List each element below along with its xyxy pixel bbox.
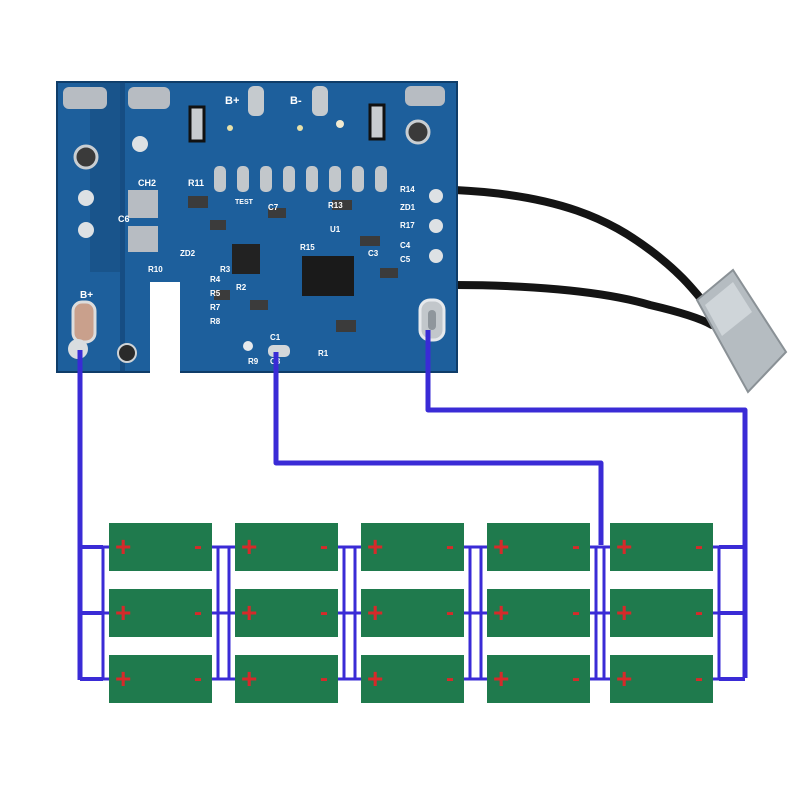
cell-minus-sign: - (320, 533, 328, 560)
cell-plus-sign: + (616, 663, 632, 694)
cell-minus-sign: - (695, 665, 703, 692)
b-plus-top-label: B+ (225, 95, 239, 107)
battery-cell (487, 589, 590, 637)
battery-cell (361, 589, 464, 637)
battery-cell (361, 523, 464, 571)
top-left-pad (63, 87, 107, 109)
cell-plus-sign: + (367, 597, 383, 628)
cell-minus-sign: - (194, 665, 202, 692)
silkscreen-label: R4 (210, 275, 221, 284)
silkscreen-label: R9 (248, 357, 259, 366)
cell-minus-sign: - (695, 599, 703, 626)
battery-cell (235, 523, 338, 571)
mid-tap-wire (273, 352, 604, 545)
b-minus-tab (312, 86, 328, 116)
battery-cell (109, 523, 212, 571)
cell-plus-sign: + (616, 597, 632, 628)
battery-cell (487, 655, 590, 703)
top-left-pad-2 (128, 87, 170, 109)
cell-plus-sign: + (115, 663, 131, 694)
silkscreen-label: U1 (330, 225, 341, 234)
main-negative-wire (425, 330, 748, 678)
battery-cell (610, 523, 713, 571)
cell-minus-sign: - (572, 599, 580, 626)
silkscreen-label: R11 (188, 178, 204, 188)
cell-minus-sign: - (572, 665, 580, 692)
thermistor-connector (695, 268, 788, 394)
cell-minus-sign: - (572, 533, 580, 560)
silkscreen-label: R14 (400, 185, 415, 194)
battery-cell (610, 589, 713, 637)
battery-cell (109, 589, 212, 637)
silkscreen-label: R13 (328, 201, 343, 210)
silkscreen-label: C1 (270, 333, 281, 342)
silkscreen-label: C6 (118, 214, 130, 224)
silkscreen-label: R8 (210, 317, 221, 326)
b-plus-tab (248, 86, 264, 116)
cell-minus-sign: - (446, 533, 454, 560)
battery-pack: + - + - + - + - + - + - + - + - + - + - + - + - + - + - + - (80, 523, 745, 703)
cell-plus-sign: + (241, 531, 257, 562)
silkscreen-label: C7 (268, 203, 279, 212)
cell-plus-sign: + (616, 531, 632, 562)
battery-cell (109, 655, 212, 703)
silkscreen-label: R1 (318, 349, 329, 358)
cell-plus-sign: + (115, 597, 131, 628)
silkscreen-label: CH2 (138, 178, 156, 188)
silkscreen-label: R2 (236, 283, 247, 292)
silkscreen-label: ZD1 (400, 203, 416, 212)
cell-plus-sign: + (493, 531, 509, 562)
bms-ic (302, 256, 354, 296)
cell-minus-sign: - (320, 665, 328, 692)
silkscreen-label: C5 (400, 255, 411, 264)
cell-minus-sign: - (695, 533, 703, 560)
silkscreen-label: R10 (148, 265, 163, 274)
cell-minus-sign: - (446, 665, 454, 692)
silkscreen-label: C3 (368, 249, 379, 258)
left-pad-label: B+ (80, 290, 93, 301)
silkscreen-label: ZD2 (180, 249, 196, 258)
battery-cell (610, 655, 713, 703)
silkscreen-label: R17 (400, 221, 415, 230)
silkscreen-label: R5 (210, 289, 221, 298)
silkscreen-label: R7 (210, 303, 221, 312)
cell-plus-sign: + (493, 663, 509, 694)
cell-minus-sign: - (194, 599, 202, 626)
balance-wires (77, 330, 748, 680)
left-b-plus-pad (71, 300, 97, 344)
battery-cell (235, 655, 338, 703)
cell-plus-sign: + (367, 531, 383, 562)
sensor-cable (451, 186, 719, 329)
resistor-pad-row (214, 166, 387, 192)
battery-cell (235, 589, 338, 637)
b-minus-top-label: B- (290, 95, 302, 107)
cell-plus-sign: + (493, 597, 509, 628)
cell-plus-sign: + (241, 663, 257, 694)
battery-cell (487, 523, 590, 571)
cell-plus-sign: + (115, 531, 131, 562)
silkscreen-label: R15 (300, 243, 315, 252)
silkscreen-label: C4 (400, 241, 411, 250)
cell-plus-sign: + (241, 597, 257, 628)
battery-cell (361, 655, 464, 703)
cell-minus-sign: - (320, 599, 328, 626)
cell-plus-sign: + (367, 663, 383, 694)
cell-minus-sign: - (194, 533, 202, 560)
silkscreen-label: R3 (220, 265, 231, 274)
silkscreen-label: TEST (235, 199, 254, 206)
top-right-pad (405, 86, 445, 106)
cell-minus-sign: - (446, 599, 454, 626)
